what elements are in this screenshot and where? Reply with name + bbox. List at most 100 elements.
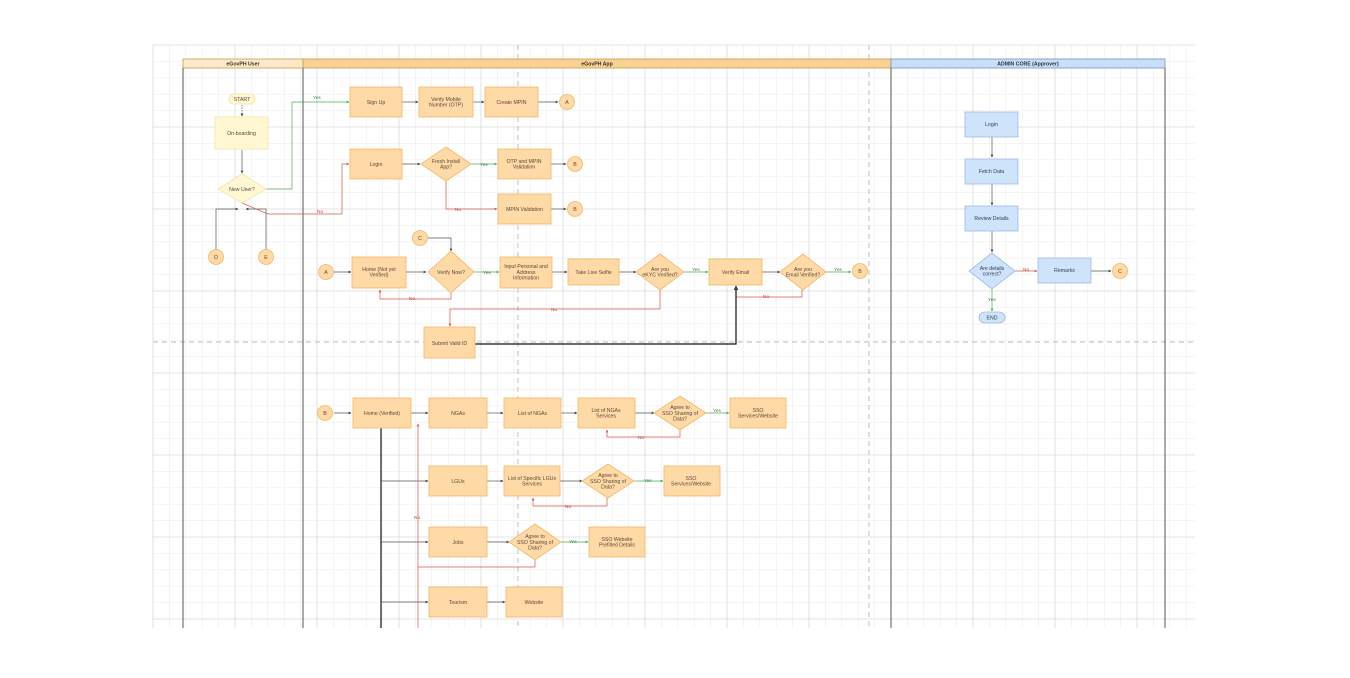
svg-text:LGUs: LGUs (451, 479, 465, 485)
tourism-box[interactable]: Tourism (428, 586, 488, 618)
lane-title-user: eGovPH User (226, 62, 259, 68)
svg-text:Tourism: Tourism (449, 600, 467, 606)
mpin-validation-box[interactable]: MPIN Validation (497, 193, 552, 225)
login-box[interactable]: Login (349, 148, 403, 180)
connector-b-1[interactable]: B (567, 156, 583, 172)
review-details-box[interactable]: Review Details (964, 205, 1019, 232)
list-ngas-box[interactable]: List of NGAs (503, 397, 562, 429)
take-live-selfie-box[interactable]: Take Live Selfie (567, 258, 620, 286)
svg-text:NGAs: NGAs (451, 411, 465, 417)
node-label-line: Prefilled Details (599, 543, 635, 549)
svg-text:New User?: New User? (229, 187, 255, 193)
node-label-line: Services/Website (671, 482, 711, 488)
lane-header-admin (890, 58, 1166, 69)
svg-text:END: END (987, 316, 998, 322)
sign-up-box[interactable]: Sign Up (349, 86, 403, 118)
node-label-line: Services/Website (738, 414, 778, 420)
node-label-line: Home (Not yet (362, 267, 396, 273)
label-no-verifynow: No (409, 296, 415, 302)
node-label-line: SSO Sharing of (517, 540, 554, 546)
label-yes-sso1: Yes (713, 408, 721, 414)
lane-title-admin: ADMIN CORE (Approver) (997, 62, 1059, 68)
svg-text:Login: Login (370, 162, 383, 168)
node-label-line: SSO Sharing of (590, 479, 627, 485)
end-node[interactable]: END (978, 311, 1006, 324)
connector-a-1[interactable]: A (559, 94, 575, 110)
remarks-box[interactable]: Remarks (1037, 257, 1092, 284)
connector-a-2[interactable]: A (318, 264, 334, 280)
svg-text:Verify Email: Verify Email (722, 270, 749, 276)
node-label-line: Agree to (525, 534, 545, 540)
node-label-line: Agree to (598, 473, 618, 479)
node-label-line: List of Specific LGUs (508, 476, 557, 482)
connector-c-1[interactable]: C (412, 230, 428, 246)
background-grid (152, 44, 1195, 628)
onboarding-box[interactable]: On-boarding (214, 116, 269, 150)
node-label-line: Validation (513, 165, 536, 171)
home-verified-box[interactable]: Home (Verified) (352, 397, 412, 429)
node-label-line: List of NGAs (591, 408, 621, 414)
connector-c-2[interactable]: C (1112, 263, 1128, 279)
lgus-box[interactable]: LGUs (428, 465, 488, 497)
node-label-line: Are you (651, 267, 669, 273)
label-yes-details: Yes (988, 297, 996, 303)
admin-login-box[interactable]: Login (964, 111, 1019, 138)
svg-text:Login: Login (985, 122, 998, 128)
node-label-line: eKYC Verified? (642, 273, 677, 279)
start-node[interactable]: START (228, 93, 256, 105)
label-yes-email: Yes (834, 267, 842, 273)
node-label-line: Services (596, 414, 616, 420)
new-user-decision[interactable]: New User? (217, 173, 267, 204)
edges (215, 100, 1112, 628)
connector-b-2[interactable]: B (567, 201, 583, 217)
node-label-line: SSO (686, 476, 697, 482)
node-label-line: SSO Sharing of (662, 411, 699, 417)
node-label-line: Are details (980, 266, 1005, 272)
svg-text:List of NGAs: List of NGAs (518, 411, 548, 417)
ngas-box[interactable]: NGAs (428, 397, 488, 429)
svg-text:Remarks: Remarks (1054, 268, 1075, 274)
connector-d[interactable]: D (208, 249, 224, 265)
page-separators (153, 45, 1195, 628)
svg-text:Review Details: Review Details (974, 216, 1009, 222)
submit-valid-id-box[interactable]: Submit Valid ID (423, 326, 476, 359)
node-label-line: Input Personal and (504, 264, 548, 270)
verify-email-box[interactable]: Verify Email (708, 258, 763, 286)
website-box[interactable]: Website (505, 586, 563, 618)
node-label-line: OTP and MPIN (506, 159, 541, 165)
svg-text:Home (Verified): Home (Verified) (364, 411, 400, 417)
lane-title-app: eGovPH App (581, 62, 613, 68)
connector-e[interactable]: E (258, 249, 274, 265)
nodes: START On-boarding New User? D E Sign Up … (208, 86, 1128, 618)
node-label-line: Verified) (369, 273, 388, 279)
svg-text:MPIN Validation: MPIN Validation (506, 207, 543, 213)
create-mpin-box[interactable]: Create MPIN (484, 86, 539, 118)
svg-text:E: E (264, 255, 268, 261)
verify-now-decision[interactable]: Verify Now? (427, 250, 475, 294)
node-label-line: Number (OTP) (429, 103, 463, 109)
fetch-data-box[interactable]: Fetch Data (964, 158, 1019, 185)
jobs-box[interactable]: Jobs (428, 526, 488, 558)
edge-labels: Yes No Yes No Yes No Yes No Yes No Yes N… (313, 95, 1029, 545)
node-label-line: Verify Mobile (431, 97, 461, 103)
connector-b-3[interactable]: B (852, 263, 868, 279)
label-no-email: No (763, 294, 769, 300)
connector-b-4[interactable]: B (317, 405, 333, 421)
